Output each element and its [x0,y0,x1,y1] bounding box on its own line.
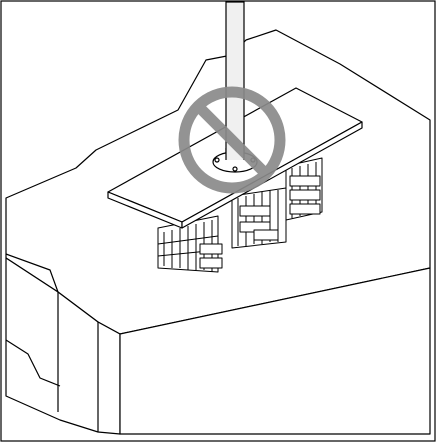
ground-edge-4 [5,339,61,387]
flange-bolt-3 [232,166,238,172]
block-stack-left [157,215,223,273]
ground-edge-3 [5,253,59,293]
no-symbol-icon [178,86,286,194]
block-stacks [157,157,323,273]
flange-bolt-1 [214,157,220,163]
block-stack-middle [231,187,287,249]
ground-right-face [119,267,431,435]
block-stack-right [285,157,323,221]
